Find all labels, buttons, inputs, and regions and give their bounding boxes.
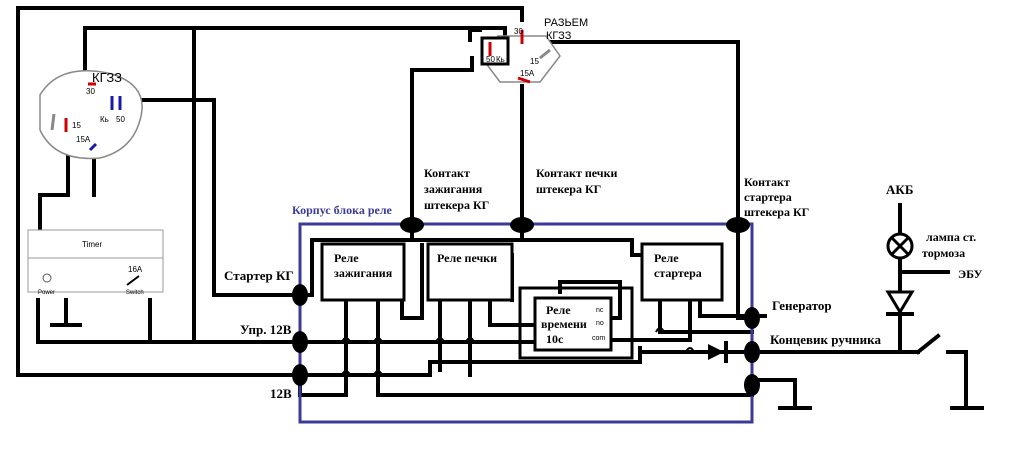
conn-pin-15: 15 [530, 57, 539, 66]
timer-title: Timer [82, 240, 102, 249]
pin-starter [726, 217, 750, 233]
brake-lamp-l1: лампа ст. [926, 230, 976, 244]
pin-heater [510, 217, 534, 233]
starter-kg-label: Стартер КГ [224, 268, 294, 283]
labels: Контакт зажигания штекера КГ Контакт печ… [224, 166, 983, 401]
time-relay-no: no [596, 320, 604, 327]
ground-symbols [50, 298, 984, 410]
time-relay-l2: времени [541, 317, 587, 331]
brake-lamp-l2: тормоза [922, 246, 965, 260]
wire-crossings [341, 327, 695, 376]
heater-relay [426, 242, 514, 302]
conn-pin-30: 30 [514, 27, 523, 36]
starter-contact-l1: Контакт [744, 175, 790, 189]
conn-pin-kb: Кь [496, 55, 505, 64]
switch-pin-kb: Кь [100, 115, 109, 124]
time-relay-frame [518, 286, 634, 360]
handbrake-label: Концевик ручника [770, 332, 881, 347]
starter-relay-l2: стартера [654, 266, 702, 280]
switch-pin-15: 15 [72, 121, 81, 130]
pin-generator [744, 307, 760, 329]
connector-title-1: РАЗЬЕМ [544, 17, 588, 29]
heater-contact-l2: штекера КГ [536, 182, 601, 196]
v12-label: 12В [270, 386, 292, 401]
pin-ctrl-12v [292, 331, 308, 353]
block-pins [292, 217, 760, 396]
pin-12v [292, 364, 308, 386]
switch-pin-15a: 15A [76, 135, 91, 144]
heater-contact-l1: Контакт печки [536, 166, 617, 180]
ign-contact-l1: Контакт [424, 166, 470, 180]
ign-relay-l1: Реле [334, 251, 359, 265]
kgzz-connector: 30 50 Кь 15 15A РАЗЬЕМ КГЗЗ [480, 17, 588, 84]
pin-ground [744, 374, 760, 396]
starter-relay [640, 242, 724, 302]
generator-label: Генератор [772, 298, 832, 313]
ign-relay-l2: зажигания [334, 266, 393, 280]
connector-title-2: КГЗЗ [546, 30, 572, 42]
switch-pin-50: 50 [116, 115, 125, 124]
ignition-relay [320, 242, 406, 302]
time-relay-l1: Реле [546, 303, 571, 317]
diode-icon [708, 341, 728, 363]
time-relay-l3: 10с [546, 332, 564, 346]
time-relay-com: com [592, 335, 605, 342]
ign-contact-l3: штекера КГ [424, 198, 489, 212]
time-relay [533, 296, 613, 352]
pin-ignition [400, 217, 424, 233]
timer-switch: Switch [126, 290, 144, 296]
brake-diode-icon [885, 290, 915, 316]
ignition-switch: КГЗЗ 30 15 15A Кь 50 [39, 70, 143, 160]
switch-pin-30: 30 [86, 87, 95, 96]
ecu-label: ЭБУ [958, 267, 983, 281]
pin-handbrake [744, 341, 760, 363]
ctrl-12v-label: Упр. 12В [240, 322, 292, 337]
time-relay-nc: nc [596, 307, 604, 314]
starter-contact-l2: стартера [744, 190, 792, 204]
akb-label: АКБ [886, 182, 913, 197]
conn-pin-50: 50 [486, 55, 495, 64]
timer-fuse: 16A [128, 265, 143, 274]
timer-device: Timer 16A Power Switch [27, 229, 164, 296]
starter-relay-l1: Реле [654, 251, 679, 265]
switch-title: КГЗЗ [92, 70, 122, 85]
starter-contact-l3: штекера КГ [744, 205, 809, 219]
pin-starter-kg [292, 284, 308, 306]
conn-pin-15a: 15A [520, 69, 535, 78]
ign-contact-l2: зажигания [424, 182, 483, 196]
power-indicator-icon [42, 273, 52, 283]
timer-power: Power [38, 290, 55, 296]
relay-block-title: Корпус блока реле [292, 203, 393, 217]
heater-relay-label: Реле печки [437, 251, 497, 265]
lamp-icon [886, 232, 914, 260]
